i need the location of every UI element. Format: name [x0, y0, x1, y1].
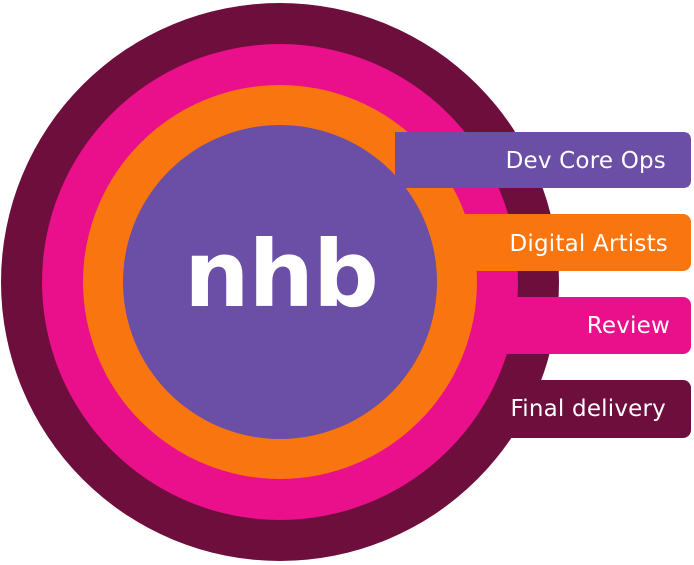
review-label: Review: [587, 313, 670, 339]
final-delivery-label: Final delivery: [511, 396, 666, 422]
nhb-logo: nhb: [184, 221, 378, 328]
digital-artists-label: Digital Artists: [510, 231, 669, 257]
dev-core-ops-label: Dev Core Ops: [506, 148, 666, 174]
digital-artists-tab: [404, 214, 691, 271]
dev-core-ops-tab: [395, 132, 691, 188]
dev-core-ops-core: [123, 125, 437, 439]
review-tab: [404, 297, 691, 354]
